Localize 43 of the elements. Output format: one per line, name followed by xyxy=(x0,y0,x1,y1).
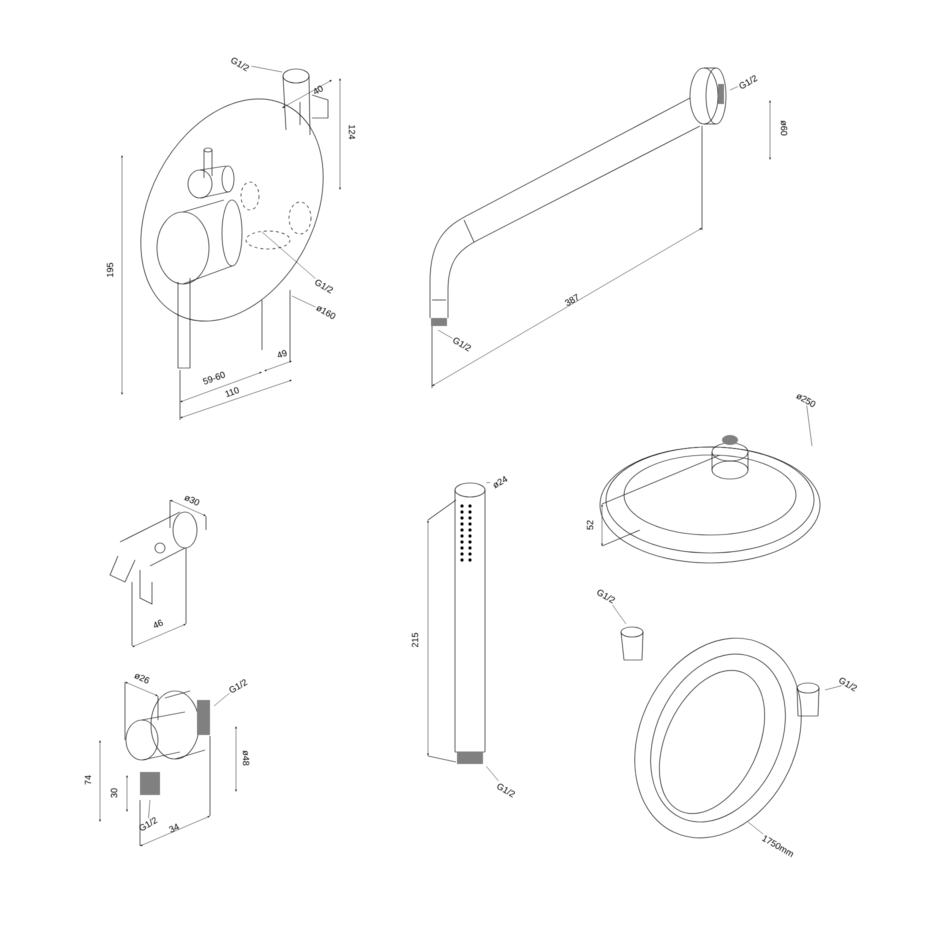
leader-line xyxy=(486,482,490,483)
dimension-label: 387 xyxy=(564,294,578,306)
leader-line xyxy=(806,405,812,446)
leader-label: G1/2 xyxy=(231,58,249,72)
dimension-label: 49 xyxy=(278,350,287,358)
dimension-label: ø26 xyxy=(134,674,150,684)
leader-line xyxy=(438,330,453,339)
leader-label: G1/2 xyxy=(139,817,158,830)
leader-label: G1/2 xyxy=(739,75,758,88)
leader-line xyxy=(824,685,842,690)
dimension-label: 40 xyxy=(314,86,323,94)
leader-line xyxy=(612,604,626,624)
leader-label: G1/2 xyxy=(229,679,248,692)
dimension-label: 74 xyxy=(84,775,92,785)
dimension-label: 52 xyxy=(586,520,594,530)
dimension-label: ø60 xyxy=(780,120,788,136)
dimension-label: 46 xyxy=(154,620,163,628)
dimension-label: 34 xyxy=(169,824,179,832)
leader-label: G1/2 xyxy=(497,784,515,798)
dimension-label: 110 xyxy=(225,387,239,398)
dimension-label: 30 xyxy=(110,788,118,798)
dimension-label: ø48 xyxy=(242,750,250,766)
leader-line xyxy=(251,66,282,72)
hand-shower-drawing xyxy=(454,482,486,764)
dimension-label: 215 xyxy=(412,632,418,648)
leader-label: G1/2 xyxy=(315,280,333,294)
leader-label: G1/2 xyxy=(839,678,857,692)
leader-label: ø24 xyxy=(494,476,508,489)
leader-line xyxy=(748,822,764,834)
leader-label: ø160 xyxy=(316,306,336,319)
leader-line xyxy=(292,296,316,308)
dimension-label: ø30 xyxy=(184,496,200,506)
leader-label: G1/2 xyxy=(597,590,615,604)
dimension-label: 195 xyxy=(106,262,114,277)
dimension-label: 59-60 xyxy=(202,372,225,384)
dimension-label: 124 xyxy=(348,125,356,140)
leader-line xyxy=(730,86,738,90)
leader-line xyxy=(214,693,230,706)
leader-label: G1/2 xyxy=(453,338,471,352)
leader-line xyxy=(486,766,499,782)
leader-line xyxy=(262,232,316,279)
leader-label: ø250 xyxy=(796,394,816,407)
leader-line xyxy=(148,800,150,819)
